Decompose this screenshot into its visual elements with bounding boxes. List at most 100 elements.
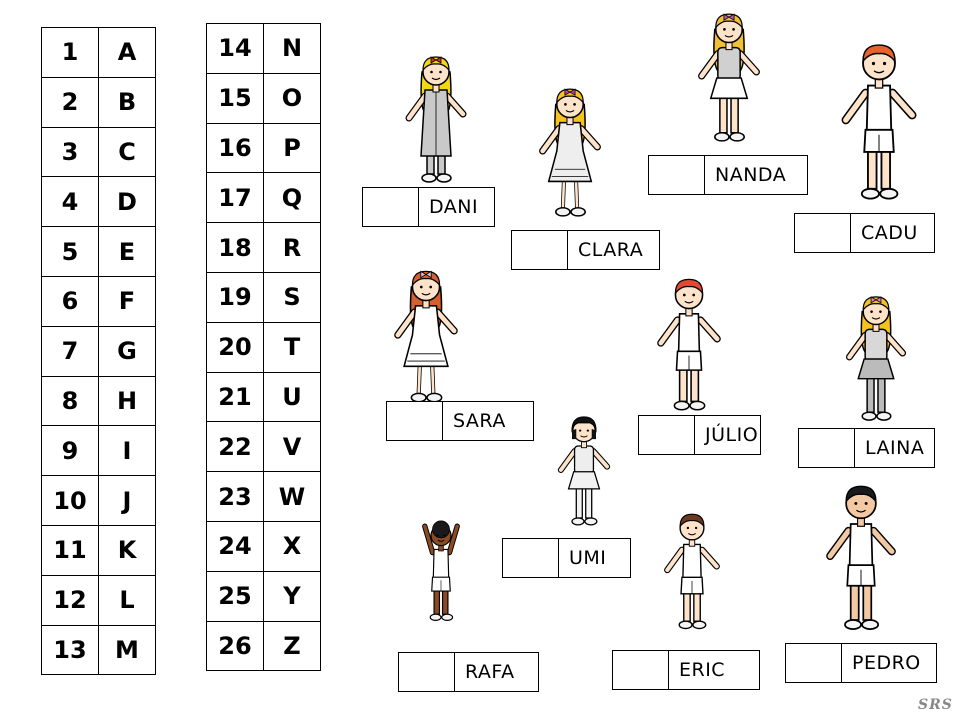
number-cell: 17	[206, 172, 264, 224]
child-figure-julio	[657, 278, 721, 411]
answer-blank[interactable]	[639, 416, 695, 454]
child-figure-sara	[394, 270, 458, 403]
answer-blank[interactable]	[613, 651, 669, 689]
number-cell: 19	[206, 271, 264, 323]
number-cell: 5	[41, 226, 99, 277]
name-box-umi: UMI	[502, 538, 631, 578]
number-cell: 3	[41, 126, 99, 178]
child-name: SARA	[453, 410, 506, 432]
letter-cell: N	[263, 23, 321, 74]
number-cell: 6	[41, 275, 99, 327]
answer-blank[interactable]	[799, 429, 855, 467]
child-name: CLARA	[578, 239, 644, 261]
child-name: ERIC	[679, 659, 726, 681]
answer-blank[interactable]	[649, 156, 705, 194]
child-name: CADU	[861, 222, 918, 244]
number-cell: 23	[206, 471, 264, 522]
artist-signature: SRS	[918, 697, 953, 713]
name-box-clara: CLARA	[511, 230, 660, 270]
letter-cell: H	[98, 375, 156, 427]
child-figure-laina	[845, 296, 907, 421]
number-cell: 15	[206, 72, 264, 124]
letter-cell: V	[263, 421, 321, 473]
number-cell: 12	[41, 574, 99, 626]
child-figure-dani	[405, 56, 467, 183]
number-cell: 9	[41, 425, 99, 477]
name-box-cadu: CADU	[794, 213, 935, 253]
number-cell: 16	[206, 122, 264, 174]
number-cell: 22	[206, 421, 264, 473]
name-box-julio: JÚLIO	[638, 415, 761, 455]
name-box-rafa: RAFA	[398, 652, 539, 692]
child-figure-eric	[664, 513, 720, 630]
answer-blank[interactable]	[387, 402, 443, 440]
letter-cell: E	[98, 226, 156, 277]
letter-cell: U	[263, 371, 321, 423]
child-name: LAINA	[865, 437, 925, 459]
name-box-dani: DANI	[362, 187, 495, 227]
name-box-nanda: NANDA	[648, 155, 808, 195]
letter-cell: X	[263, 520, 321, 572]
letter-cell: Z	[263, 620, 321, 672]
letter-cell: Y	[263, 570, 321, 622]
child-figure-clara	[539, 88, 601, 217]
name-box-pedro: PEDRO	[785, 643, 937, 683]
answer-blank[interactable]	[399, 653, 455, 691]
name-box-sara: SARA	[386, 401, 534, 441]
child-figure-cadu	[841, 44, 917, 200]
letter-cell: A	[98, 27, 156, 78]
child-name: DANI	[429, 196, 479, 218]
name-box-eric: ERIC	[612, 650, 760, 690]
letter-cell: W	[263, 471, 321, 522]
child-name: UMI	[569, 547, 607, 569]
number-cell: 25	[206, 570, 264, 622]
number-cell: 11	[41, 524, 99, 576]
child-figure-rafa	[422, 520, 460, 621]
name-box-laina: LAINA	[798, 428, 935, 468]
number-cell: 10	[41, 475, 99, 526]
letter-cell: F	[98, 275, 156, 327]
letter-cell: D	[98, 176, 156, 228]
letter-cell: C	[98, 126, 156, 178]
answer-blank[interactable]	[503, 539, 559, 577]
number-cell: 4	[41, 176, 99, 228]
number-cell: 14	[206, 23, 264, 74]
letter-cell: B	[98, 76, 156, 128]
answer-blank[interactable]	[512, 231, 568, 269]
letter-cell: K	[98, 524, 156, 576]
letter-cell: L	[98, 574, 156, 626]
answer-blank[interactable]	[795, 214, 851, 252]
letter-cell: R	[263, 222, 321, 273]
letter-cell: G	[98, 325, 156, 377]
number-cell: 8	[41, 375, 99, 427]
answer-blank[interactable]	[786, 644, 842, 682]
letter-cell: S	[263, 271, 321, 323]
letter-cell: O	[263, 72, 321, 124]
child-figure-umi	[557, 416, 611, 526]
number-cell: 21	[206, 371, 264, 423]
answer-blank[interactable]	[363, 188, 419, 226]
letter-cell: M	[98, 624, 156, 676]
